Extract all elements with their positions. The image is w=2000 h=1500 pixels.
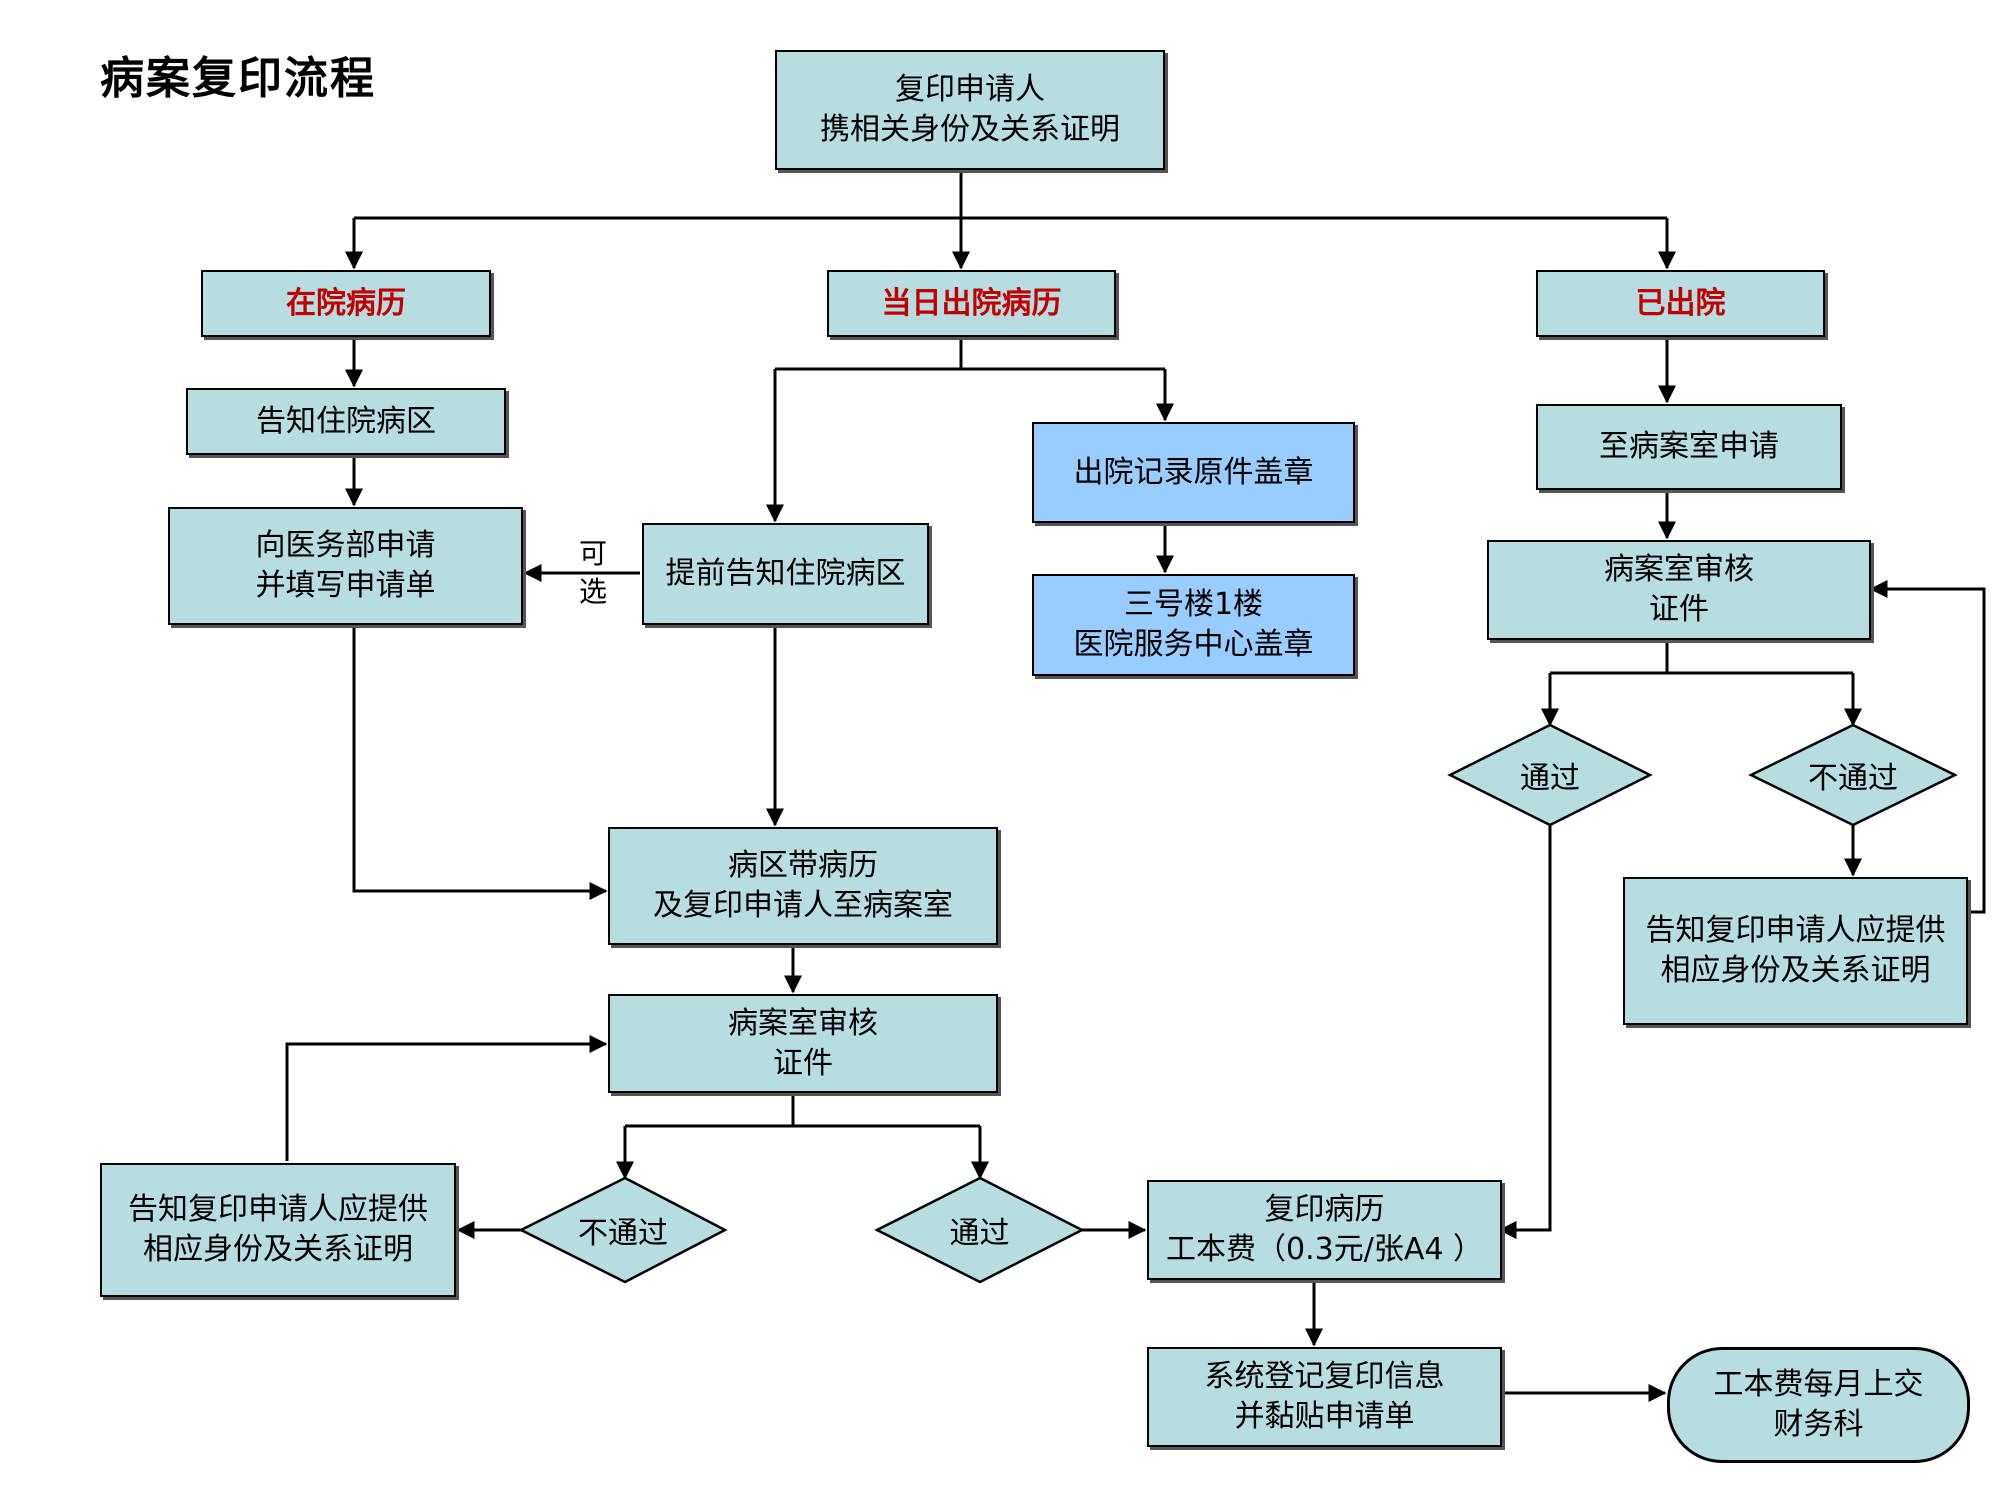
node-inpatient-records: 在院病历	[201, 270, 491, 337]
node-apply-medical-dept-line-1: 向医务部申请	[255, 528, 436, 563]
node-ward-bring-records-line-2: 及复印申请人至病案室	[653, 888, 953, 923]
node-advance-notify-ward: 提前告知住院病区	[642, 523, 929, 625]
optional-label-char-1: 可	[578, 537, 607, 570]
node-service-center-stamp: 三号楼1楼 医院服务中心盖章	[1032, 574, 1355, 676]
node-apply-medical-dept: 向医务部申请 并填写申请单	[168, 507, 523, 625]
node-review-center-line-1: 病案室审核	[728, 1005, 878, 1041]
decision-fail-center	[518, 1176, 728, 1284]
node-discharged: 已出院	[1536, 270, 1825, 337]
node-applicant-line-1: 复印申请人	[895, 72, 1045, 107]
connector-sameday-split	[775, 337, 1165, 371]
node-same-day-discharge-label: 当日出院病历	[881, 285, 1062, 321]
node-apply-records-room: 至病案室申请	[1536, 404, 1842, 490]
node-notify-left: 告知复印申请人应提供 相应身份及关系证明	[100, 1163, 456, 1297]
node-notify-left-line-2: 相应身份及关系证明	[143, 1232, 413, 1267]
decision-pass-center-label: 通过	[949, 1216, 1010, 1251]
node-register-info: 系统登记复印信息 并黏贴申请单	[1147, 1347, 1502, 1447]
optional-label-char-2: 选	[578, 575, 607, 608]
node-inpatient-records-label: 在院病历	[286, 285, 406, 321]
node-fee-to-finance-line-2: 财务科	[1773, 1407, 1864, 1442]
node-review-right: 病案室审核 证件	[1487, 540, 1871, 640]
decision-pass-right-label: 通过	[1520, 761, 1580, 796]
decision-fail-right-label: 不通过	[1808, 761, 1898, 796]
node-notify-ward: 告知住院病区	[186, 388, 506, 455]
node-applicant: 复印申请人 携相关身份及关系证明	[775, 50, 1165, 170]
node-apply-records-room-label: 至病案室申请	[1599, 429, 1779, 464]
node-copy-records: 复印病历 工本费（0.3元/张A4 ）	[1147, 1180, 1502, 1280]
node-service-center-stamp-line-1: 三号楼1楼	[1123, 587, 1264, 622]
node-applicant-line-2: 携相关身份及关系证明	[820, 112, 1120, 147]
node-apply-medical-dept-line-2: 并填写申请单	[255, 568, 436, 603]
node-advance-notify-ward-label: 提前告知住院病区	[665, 556, 906, 591]
connector-review-right-split	[1550, 640, 1853, 675]
node-fee-to-finance-line-1: 工本费每月上交	[1713, 1367, 1924, 1402]
connector-notify-left-loop	[285, 1035, 608, 1161]
node-copy-records-line-1: 复印病历	[1264, 1192, 1385, 1227]
node-discharge-record-stamp-label: 出院记录原件盖章	[1073, 454, 1314, 490]
node-register-info-line-2: 并黏贴申请单	[1234, 1399, 1415, 1434]
decision-pass-center	[874, 1176, 1085, 1284]
connector-apply-to-ward-bring	[352, 625, 608, 900]
node-fee-to-finance: 工本费每月上交 财务科	[1667, 1347, 1970, 1463]
node-discharged-label: 已出院	[1635, 285, 1726, 321]
decision-fail-right	[1748, 723, 1958, 827]
node-discharge-record-stamp: 出院记录原件盖章	[1032, 422, 1355, 523]
node-review-right-line-2: 证件	[1649, 592, 1709, 627]
optional-label: 可 选	[573, 535, 613, 611]
node-copy-records-line-2: 工本费（0.3元/张A4 ）	[1166, 1232, 1483, 1267]
node-same-day-discharge: 当日出院病历	[827, 270, 1116, 337]
node-notify-ward-label: 告知住院病区	[256, 403, 436, 439]
node-review-center-line-2: 证件	[773, 1045, 833, 1081]
node-ward-bring-records: 病区带病历 及复印申请人至病案室	[608, 827, 998, 945]
node-notify-left-line-1: 告知复印申请人应提供	[128, 1192, 428, 1227]
node-notify-right-line-1: 告知复印申请人应提供	[1645, 913, 1946, 948]
node-service-center-stamp-line-2: 医院服务中心盖章	[1073, 627, 1314, 662]
node-notify-right: 告知复印申请人应提供 相应身份及关系证明	[1623, 877, 1968, 1025]
node-register-info-line-1: 系统登记复印信息	[1204, 1359, 1445, 1394]
node-ward-bring-records-line-1: 病区带病历	[728, 848, 878, 883]
decision-pass-right	[1447, 723, 1653, 827]
connector-review-split	[625, 1093, 980, 1128]
node-notify-right-line-2: 相应身份及关系证明	[1660, 953, 1931, 988]
page-title: 病案复印流程	[100, 53, 376, 104]
node-review-center: 病案室审核 证件	[608, 994, 998, 1093]
node-review-right-line-1: 病案室审核	[1604, 552, 1754, 587]
decision-fail-center-label: 不通过	[578, 1216, 668, 1251]
connector-pass-right-to-copy	[1498, 825, 1552, 1239]
connector-notify-right-loop	[1869, 580, 1986, 914]
